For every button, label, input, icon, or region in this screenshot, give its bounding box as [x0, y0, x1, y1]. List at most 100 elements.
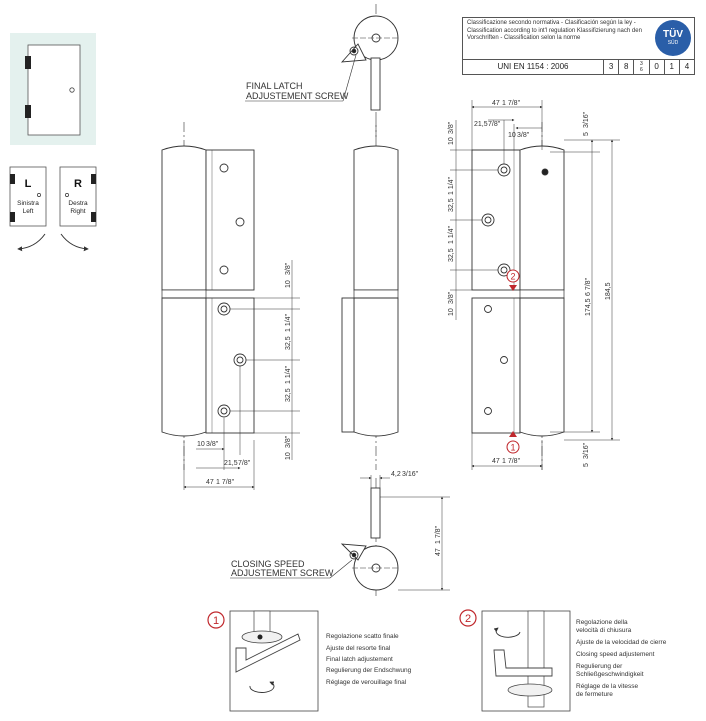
right-dim-21: 21,5 — [474, 121, 488, 128]
left-dim-10h: 10 — [197, 441, 205, 448]
right-hinge-view — [471, 122, 565, 470]
right-dim-10-top-in: 3/8" — [448, 121, 455, 134]
bottom-view — [340, 475, 450, 598]
left-dim-10-bottom-in: 3/8" — [285, 435, 292, 448]
instruction-2-line-6: Schließgeschwindigkeit — [576, 671, 644, 678]
right-dim-5-bottom-in: 3/16" — [583, 442, 590, 459]
left-label-1: Sinistra — [17, 200, 39, 207]
middle-side-view — [341, 122, 399, 470]
instruction-2-line-5: Regulierung der — [576, 663, 623, 670]
right-dim-32-a-in: 1 1/4" — [448, 176, 455, 195]
closing-speed-text-1: CLOSING SPEED — [231, 559, 305, 569]
instruction-1-line-2: Ajuste del resorte final — [326, 645, 391, 652]
left-dim-32-b: 32,5 — [285, 388, 292, 402]
instruction-2-line-1: Regolazione della — [576, 619, 628, 626]
right-dim-32-b-in: 1 1/4" — [448, 225, 455, 244]
class-digit-3: 0 — [650, 60, 665, 74]
marker-2-text: 2 — [510, 272, 515, 282]
standard-code: UNI EN 1154 : 2006 — [463, 60, 604, 74]
right-dim-47-top-in: 1 7/8" — [502, 100, 521, 107]
tuv-logo-sub: SÜD — [667, 40, 679, 46]
marker-1-text: 1 — [510, 443, 515, 453]
final-latch-text-2: ADJUSTEMENT SCREW — [246, 91, 349, 101]
right-letter: R — [74, 178, 82, 190]
right-dim-174-in: 6 7/8" — [585, 277, 592, 296]
bottom-dim-47: 47 — [435, 548, 442, 556]
class-digit-2: 8 — [619, 60, 635, 74]
right-dim-5-top-in: 3/16" — [583, 111, 590, 128]
final-latch-label: FINAL LATCH ADJUSTEMENT SCREW — [245, 54, 357, 102]
right-dim-32-a: 32,5 — [448, 198, 455, 212]
left-dimensions — [183, 260, 300, 490]
right-dim-47-bottom-in: 1 7/8" — [502, 458, 521, 465]
right-dim-47-top: 47 — [492, 100, 500, 107]
right-dim-5-bottom: 5 — [583, 463, 590, 467]
right-dim-10h: 10 — [508, 132, 516, 139]
right-dim-10-top: 10 — [448, 137, 455, 145]
instruction-1-line-5: Réglage de verouillage final — [326, 679, 407, 686]
instruction-2: 2 Regolazione della velocità di chiusura… — [459, 609, 667, 712]
bottom-dim-4: 4,2 — [391, 471, 401, 478]
left-dim-32-a: 32,5 — [285, 336, 292, 350]
left-letter: L — [25, 178, 32, 190]
left-label-2: Left — [23, 208, 34, 215]
class-digit-1: 3 — [604, 60, 620, 74]
class-digit-5: 4 — [684, 62, 690, 71]
right-dim-184: 184,5 — [605, 282, 612, 300]
right-dim-21-in: 7/8" — [488, 121, 501, 128]
left-dim-32-b-in: 1 1/4" — [285, 365, 292, 384]
right-dimensions — [450, 100, 620, 470]
tuv-logo-text: TÜV — [663, 29, 683, 40]
left-hinge-view — [161, 122, 255, 470]
top-view — [340, 4, 400, 140]
fraction-top: 3 — [640, 61, 643, 67]
left-dim-10-bottom: 10 — [285, 452, 292, 460]
classification-box: Classificazione secondo normativa - Clas… — [462, 17, 695, 75]
right-dim-32-b: 32,5 — [448, 248, 455, 262]
instruction-1-line-4: Regulierung der Endschwung — [326, 667, 412, 674]
closing-speed-text-2: ADJUSTEMENT SCREW — [231, 568, 334, 578]
door-thumbnail — [10, 33, 96, 145]
instruction-2-line-4: Closing speed adjustement — [576, 651, 655, 658]
left-dim-10-top: 10 — [285, 280, 292, 288]
right-dim-174: 174,5 — [585, 298, 592, 316]
left-dim-21: 21,5 — [224, 460, 238, 467]
right-dim-47-bottom: 47 — [492, 458, 500, 465]
instruction-1-line-1: Regolazione scatto finale — [326, 633, 399, 640]
right-label-2: Right — [70, 208, 85, 215]
right-dim-10-bottom: 10 — [448, 308, 455, 316]
bottom-dim-4-in: 3/16" — [402, 471, 419, 478]
tuv-logo: TÜV SÜD — [655, 20, 691, 56]
final-latch-text-1: FINAL LATCH — [246, 81, 303, 91]
closing-speed-label: CLOSING SPEED ADJUSTEMENT SCREW — [230, 559, 353, 579]
left-dim-47-in: 1 7/8" — [216, 479, 235, 486]
right-dim-10-bottom-in: 3/8" — [448, 291, 455, 304]
instruction-1: 1 Regolazione scatto finale Ajuste del r… — [207, 610, 412, 712]
left-dim-47: 47 — [206, 479, 214, 486]
right-hand-diagram: R Destra Right — [59, 166, 97, 252]
marker-1: 1 — [506, 431, 520, 454]
left-hand-diagram: L Sinistra Left — [9, 166, 47, 252]
right-dim-10h-in: 3/8" — [517, 132, 530, 139]
class-digit-4: 1 — [665, 60, 680, 74]
instruction-2-line-2: velocità di chiusura — [576, 627, 632, 634]
right-label-1: Destra — [68, 200, 88, 207]
fraction-bottom: 6 — [640, 67, 643, 73]
marker-2: 2 — [506, 269, 520, 291]
left-dim-10h-in: 3/8" — [206, 441, 219, 448]
instruction-1-line-3: Final latch adjustement — [326, 656, 393, 663]
left-dim-32-a-in: 1 1/4" — [285, 313, 292, 332]
instruction-1-number: 1 — [213, 615, 219, 627]
instruction-2-line-8: de fermeture — [576, 691, 613, 698]
instruction-2-number: 2 — [465, 613, 471, 625]
bottom-dim-47-in: 1 7/8" — [435, 525, 442, 544]
classification-text: Classificazione secondo normativa - Clas… — [467, 20, 642, 41]
left-dim-21-in: 7/8" — [238, 460, 251, 467]
instruction-2-line-3: Ajuste de la velocidad de cierre — [576, 639, 667, 646]
right-dim-5-top: 5 — [583, 132, 590, 136]
left-dim-10-top-in: 3/8" — [285, 262, 292, 275]
instruction-2-line-7: Réglage de la vitesse — [576, 683, 639, 690]
